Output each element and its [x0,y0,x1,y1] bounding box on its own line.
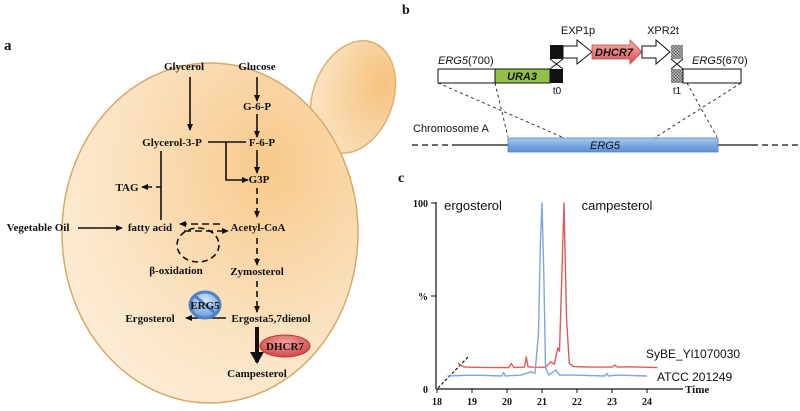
panel-label-a: a [4,38,12,54]
erg5-left-arm [437,68,496,84]
t1-site-lower [671,69,683,83]
erg5-knockout-badge: ERG5 [188,290,222,320]
chromatogram-chart: 100 % 0 Time 18 19 20 21 22 23 24 ergosterol c… [413,198,740,408]
x-tick-label: 20 [502,397,512,408]
series-line-sybe [457,202,658,369]
erg5-gene-locus [507,137,719,153]
offset-axis [437,355,470,389]
legend-syBE: SyBE_Yl1070030 [646,347,740,361]
exp1p-promoter-arrow [562,38,593,66]
exp1p-label: EXP1p [561,25,595,37]
erg5-left-label: ERG5(700) [438,55,494,67]
x-tick-label: 23 [607,397,617,408]
t0-crossover [549,58,564,70]
series-line-atcc [447,202,648,377]
ura3-label: URA3 [507,71,537,83]
enzyme-dhcr7-label: DHCR7 [266,341,304,353]
x-tick-label: 24 [642,397,652,408]
xpr2t-terminator-arrow [641,38,671,66]
x-tick-label: 19 [467,397,477,408]
x-tick-label: 21 [537,397,547,408]
chromosome-label: Chromosome A [413,123,489,135]
node-tag: TAG [115,182,138,194]
panel-label-c: c [398,171,404,186]
node-ergosta: Ergosta5,7dienol [231,313,310,325]
node-beta-oxidation: β-oxidation [149,265,202,277]
enzyme-erg5-label: ERG5 [190,300,220,312]
node-campesterol: Campesterol [227,368,287,380]
node-vegetable-oil: Vegetable Oil [7,222,70,234]
node-glycerol3p: Glycerol-3-P [142,137,202,149]
t1-site-upper [671,45,683,59]
node-g6p: G-6-P [243,101,271,113]
dhcr7-gene-arrow [591,39,643,65]
yeast-cell [61,62,359,404]
annotation-ergosterol: ergosterol [444,198,502,213]
y-tick-0: 0 [423,385,428,396]
pathway-arrows [78,77,264,364]
x-axis-label: Time [685,384,709,396]
node-g3p: G3P [249,174,270,186]
node-zymosterol: Zymosterol [230,266,284,278]
dhcr7-gene-label: DHCR7 [595,47,634,59]
xpr2t-label: XPR2t [647,25,679,37]
node-glucose: Glucose [238,61,275,73]
y-tick-100: 100 [413,199,428,210]
legend-atcc: ATCC 201249 [657,370,732,384]
annotation-campesterol: campesterol [582,198,653,213]
erg5-right-label: ERG5(670) [692,55,748,67]
node-fatty-acid: fatty acid [128,222,172,234]
t1-label: t1 [673,86,682,97]
node-glycerol: Glycerol [164,61,204,73]
erg5-right-arm [682,68,742,84]
panel-label-b: b [402,3,410,18]
node-f6p: F-6-P [249,137,276,149]
t0-site-upper [550,45,563,59]
y-axis-label: % [418,292,428,303]
t0-site-lower [550,69,563,83]
arrow-to-g3p [225,142,249,183]
t0-label: t0 [553,86,562,97]
erg5-locus-label: ERG5 [590,140,621,152]
t1-crossover [670,58,684,70]
x-tick-label: 18 [432,397,442,408]
node-ergosterol: Ergosterol [125,313,174,325]
dhcr7-enzyme-badge: DHCR7 [259,334,311,358]
series-group [447,202,658,377]
x-ticks: 18 19 20 21 22 23 24 [432,389,652,408]
node-acetyl-coa: Acetyl-CoA [231,222,286,234]
x-tick-label: 22 [572,397,582,408]
beta-oxidation-cycle [176,227,220,263]
